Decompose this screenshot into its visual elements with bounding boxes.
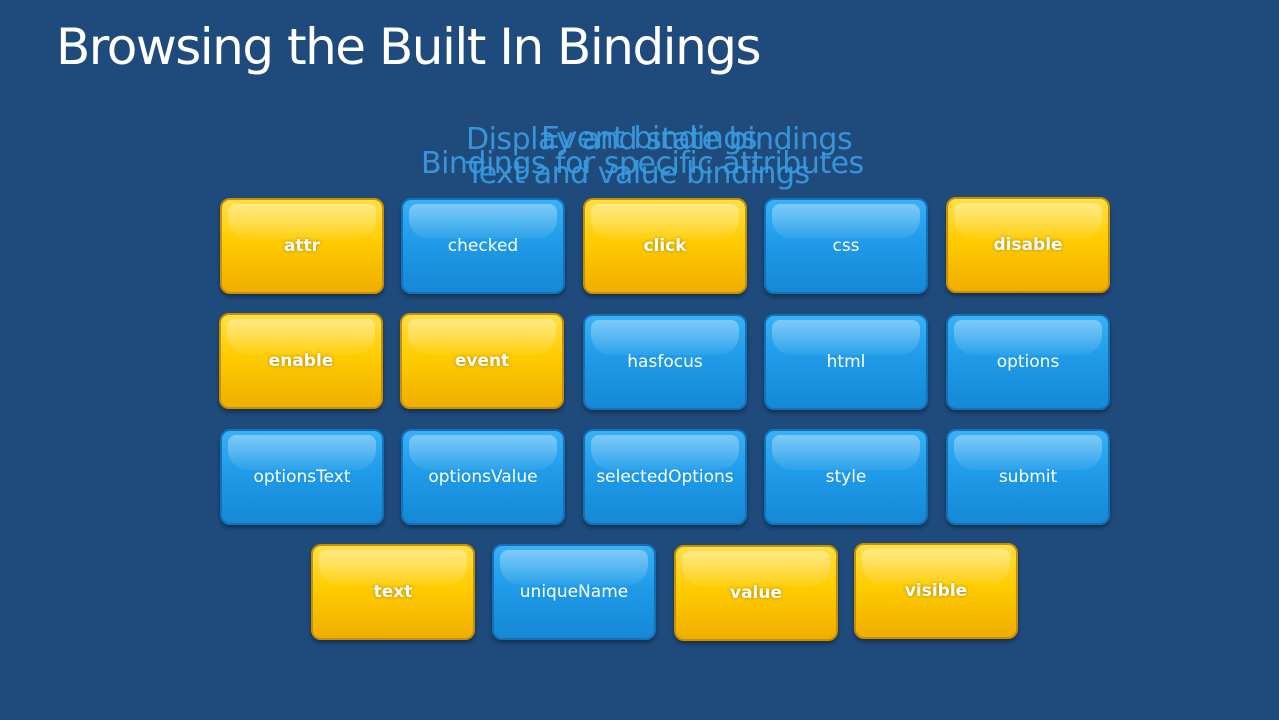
overlay-text-value-bindings: Text and value bindings <box>466 156 810 191</box>
overlay-event-bindings: Event bindings <box>541 121 757 156</box>
binding-tile-selectedOptions[interactable]: selectedOptions <box>583 429 747 525</box>
tile-label: selectedOptions <box>596 467 734 487</box>
tile-label: disable <box>993 235 1063 255</box>
binding-tile-checked[interactable]: checked <box>401 198 565 294</box>
binding-tile-uniqueName[interactable]: uniqueName <box>492 544 656 640</box>
tile-label: event <box>454 351 510 371</box>
binding-tile-event[interactable]: event <box>400 313 564 409</box>
tile-label: enable <box>268 351 334 371</box>
binding-tile-submit[interactable]: submit <box>946 429 1110 525</box>
binding-tile-html[interactable]: html <box>764 314 928 410</box>
binding-tile-options[interactable]: options <box>946 314 1110 410</box>
tile-label: optionsText <box>253 467 351 487</box>
tile-label: options <box>996 352 1060 372</box>
tile-label: hasfocus <box>627 352 703 372</box>
tile-label: visible <box>904 581 968 601</box>
tile-label: click <box>643 236 687 256</box>
tile-label: style <box>825 467 867 487</box>
binding-tile-optionsValue[interactable]: optionsValue <box>401 429 565 525</box>
tile-label: attr <box>283 236 321 256</box>
overlay-specific-attribute-bindings: Bindings for specific attributes <box>421 146 864 181</box>
binding-tile-visible[interactable]: visible <box>854 543 1018 639</box>
tile-label: value <box>729 583 782 603</box>
binding-tile-enable[interactable]: enable <box>219 313 383 409</box>
binding-tile-optionsText[interactable]: optionsText <box>220 429 384 525</box>
binding-tile-value[interactable]: value <box>674 545 838 641</box>
binding-tile-attr[interactable]: attr <box>220 198 384 294</box>
binding-tile-style[interactable]: style <box>764 429 928 525</box>
tile-label: text <box>373 582 413 602</box>
overlay-display-state-bindings: Display and state bindings <box>466 122 853 157</box>
binding-tile-disable[interactable]: disable <box>946 197 1110 293</box>
binding-tile-css[interactable]: css <box>764 198 928 294</box>
binding-tile-hasfocus[interactable]: hasfocus <box>583 314 747 410</box>
tile-label: uniqueName <box>519 582 629 602</box>
slide-title: Browsing the Built In Bindings <box>56 18 762 76</box>
tile-label: checked <box>447 236 519 256</box>
tile-label: optionsValue <box>428 467 538 487</box>
binding-tile-text[interactable]: text <box>311 544 475 640</box>
tile-label: css <box>832 236 860 256</box>
tile-label: submit <box>998 467 1058 487</box>
binding-tile-click[interactable]: click <box>583 198 747 294</box>
tile-label: html <box>826 352 866 372</box>
